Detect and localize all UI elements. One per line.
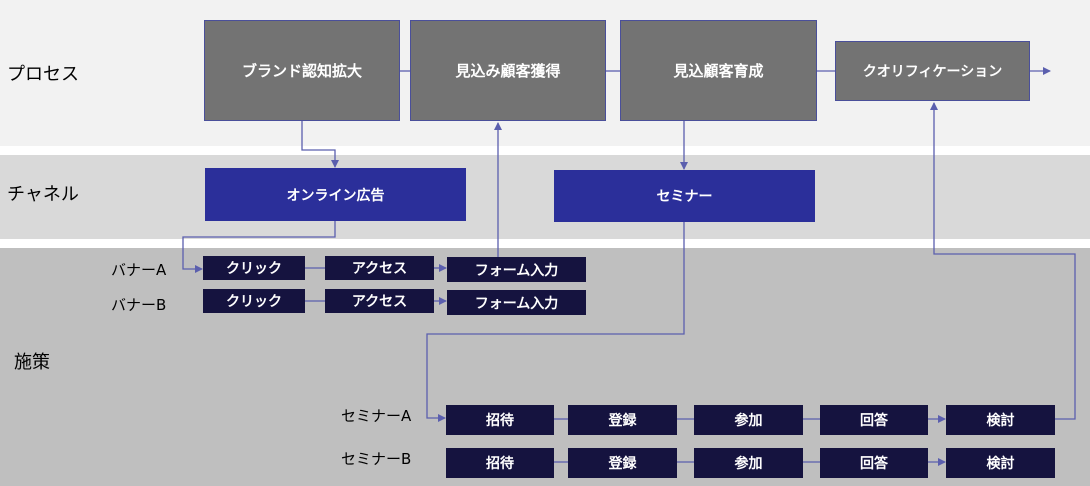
seminar-b-register: 登録	[568, 448, 677, 478]
seminar-a-label: セミナーA	[341, 407, 412, 425]
seminar-a-attend: 参加	[694, 405, 803, 435]
seminar-b-label: セミナーB	[341, 450, 412, 468]
seminar-a-review: 検討	[946, 405, 1055, 435]
row-label-process: プロセス	[7, 64, 79, 85]
measure-band	[0, 248, 1090, 486]
banner-b-access: アクセス	[325, 289, 434, 313]
banner-a-form: フォーム入力	[447, 257, 586, 282]
banner-b-label: バナーB	[111, 296, 167, 314]
banner-b-click: クリック	[203, 289, 305, 313]
seminar-b-review: 検討	[946, 448, 1055, 478]
seminar-a-answer: 回答	[820, 405, 928, 435]
banner-a-access: アクセス	[325, 256, 434, 280]
process-step-brand-awareness: ブランド認知拡大	[204, 20, 400, 121]
row-label-channel: チャネル	[7, 184, 79, 205]
banner-a-label: バナーA	[111, 261, 167, 279]
channel-band	[0, 155, 1090, 239]
banner-a-click: クリック	[203, 256, 305, 280]
channel-seminar: セミナー	[554, 170, 815, 222]
process-step-qualification: クオリフィケーション	[835, 41, 1030, 101]
process-step-lead-nurturing: 見込顧客育成	[620, 20, 817, 121]
seminar-b-invite: 招待	[446, 448, 554, 478]
banner-b-form: フォーム入力	[447, 290, 586, 315]
process-step-lead-acquisition: 見込み顧客獲得	[410, 20, 606, 121]
channel-online-ad: オンライン広告	[205, 168, 466, 221]
row-label-measure: 施策	[14, 352, 50, 373]
seminar-b-answer: 回答	[820, 448, 928, 478]
seminar-a-register: 登録	[568, 405, 677, 435]
seminar-a-invite: 招待	[446, 405, 554, 435]
seminar-b-attend: 参加	[694, 448, 803, 478]
